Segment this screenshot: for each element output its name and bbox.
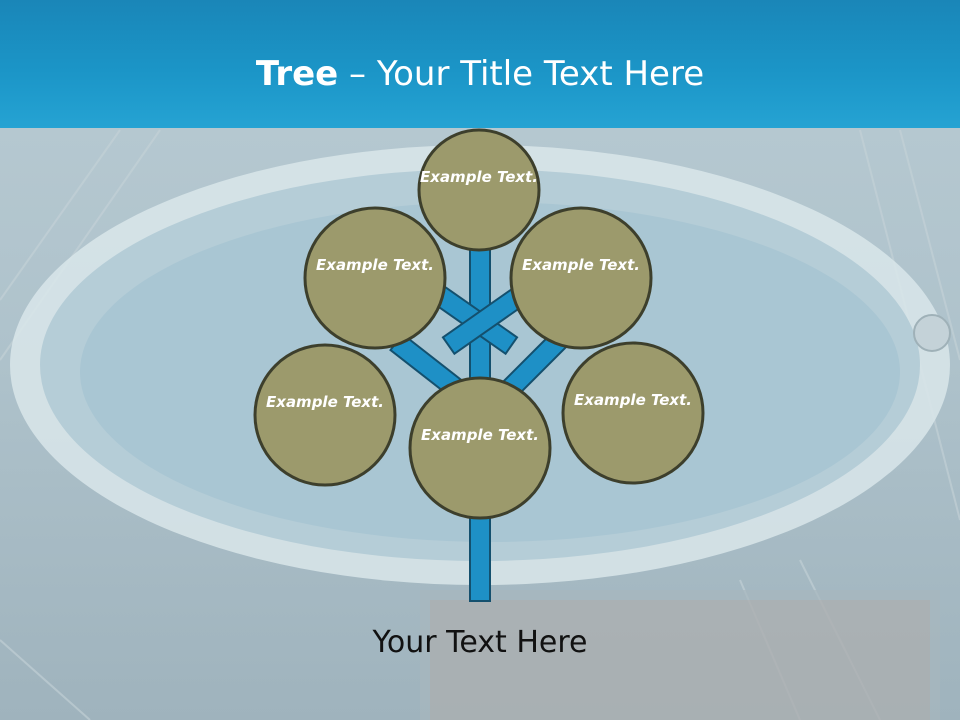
tree-node-circle-5 <box>561 341 705 485</box>
tree-node-label-4: Example Text. <box>266 393 384 411</box>
title-dash: – <box>338 54 377 94</box>
slide-title: Tree – Your Title Text Here <box>0 52 960 96</box>
tree-node-circle-1 <box>417 128 541 252</box>
tree-node-label-5: Example Text. <box>574 391 692 409</box>
tree-node-label-6: Example Text. <box>421 426 539 444</box>
tree-node-circle-2 <box>303 206 447 350</box>
tree-nodes <box>253 128 705 520</box>
tree-node-circle-3 <box>509 206 653 350</box>
tree-node-label-2: Example Text. <box>316 256 434 274</box>
header-bar <box>0 0 960 128</box>
tree-node-circle-4 <box>253 343 397 487</box>
title-rest: Your Title Text Here <box>376 54 705 94</box>
tree-node-label-3: Example Text. <box>522 256 640 274</box>
tree-node-label-1: Example Text. <box>420 168 538 186</box>
tree-node-circle-6 <box>408 376 552 520</box>
title-bold: Tree <box>255 54 339 94</box>
slide-caption: Your Text Here <box>372 625 588 660</box>
